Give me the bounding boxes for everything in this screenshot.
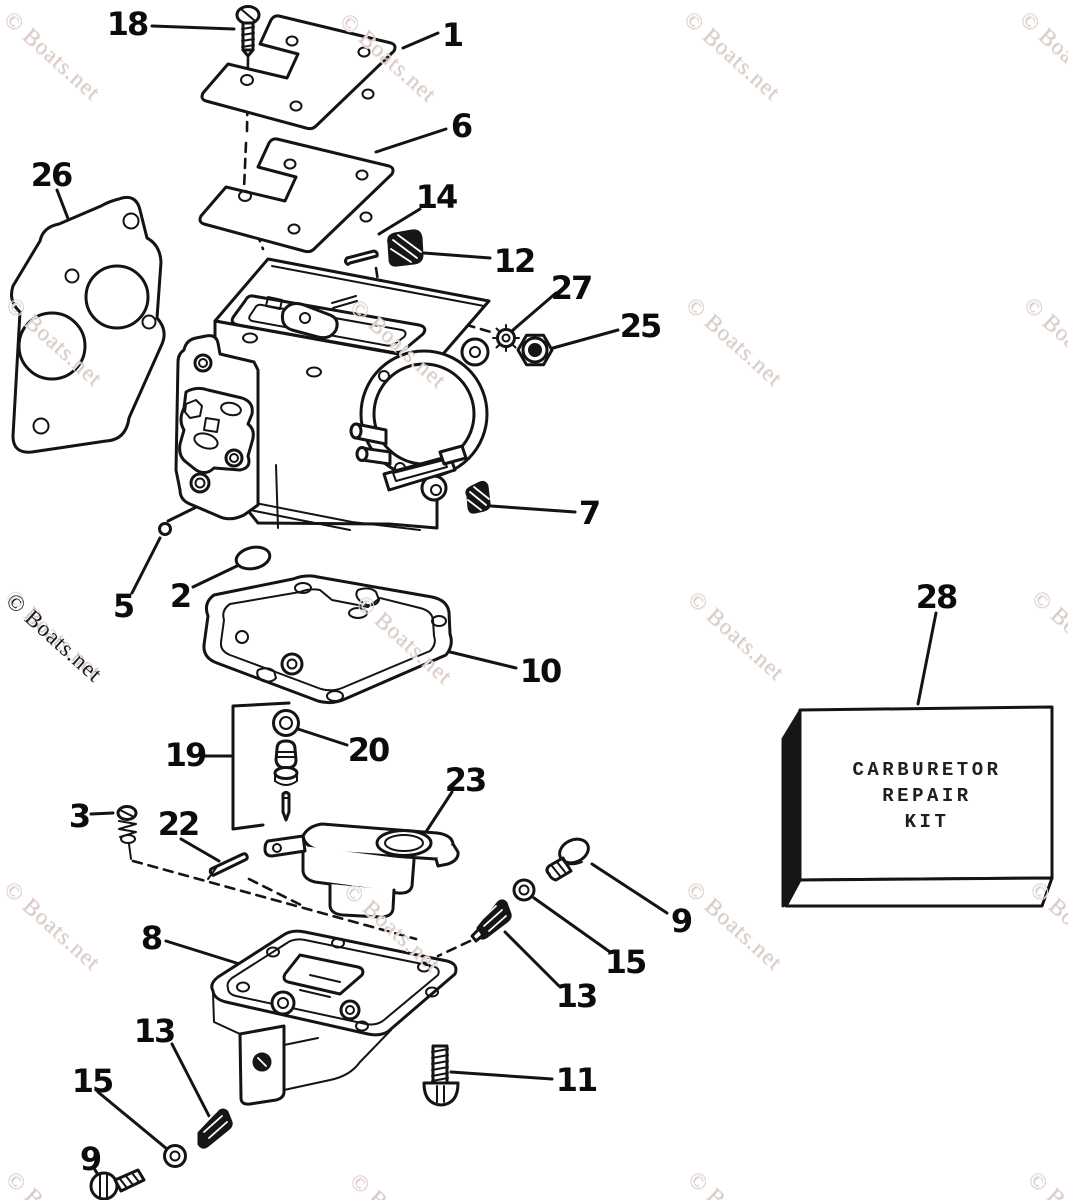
plug-part-12 [387,229,424,267]
callout-26: 26 [30,156,74,194]
callout-3: 3 [68,797,91,835]
gasket-part-26 [10,195,166,454]
kit-box-text: CARBURETOR REPAIR KIT [802,757,1052,835]
callout-27: 27 [550,269,594,307]
callout-11: 11 [555,1061,599,1099]
callout-7: 7 [578,494,601,532]
pin-part-14 [344,249,379,266]
callout-14: 14 [415,178,459,216]
callout-19: 19 [164,736,208,774]
plate-part-6 [198,137,395,254]
callout-15-left: 15 [71,1062,115,1100]
screw-part-18 [235,5,261,58]
disc-part-2 [234,545,272,571]
bracket-line-part-19 [231,701,291,831]
callout-23: 23 [444,761,488,799]
callout-13-left: 13 [133,1012,177,1050]
callout-10: 10 [519,652,563,690]
nut-part-25 [516,333,554,367]
kit-box-line-3: KIT [904,811,950,833]
plate-part-1 [200,14,397,131]
callout-13-right: 13 [555,977,599,1015]
bowl-part-8 [210,929,458,1106]
callout-25: 25 [619,307,663,345]
spring-screw-part-3 [116,805,138,860]
float-part-23 [263,822,460,919]
washer-part-15-right [512,878,536,902]
callout-28: 28 [915,578,959,616]
callout-leader-lines [55,24,938,1181]
callout-9-right: 9 [670,902,693,940]
callout-20: 20 [347,731,391,769]
callout-9-left: 9 [79,1140,102,1178]
callout-18: 18 [106,5,150,43]
callout-6: 6 [450,107,473,145]
star-washer-part-27 [492,324,520,352]
kit-box-line-1: CARBURETOR [852,759,1002,781]
washer-part-20 [272,709,300,737]
plug-screw-part-9-right [545,837,590,882]
carburetor-body [174,257,491,531]
needle-seat-part [273,739,299,822]
callout-12: 12 [493,242,537,280]
callout-2: 2 [169,577,192,615]
callout-22: 22 [157,805,201,843]
kit-box-line-2: REPAIR [882,785,972,807]
callout-8: 8 [140,919,163,957]
needle-valve-part-13-right [470,899,512,943]
plug-part-13-left [197,1108,233,1149]
ball-part-5 [158,522,172,536]
screw-part-7 [465,480,491,514]
callout-15-right: 15 [604,943,648,981]
bowl-gasket-part-10 [202,574,453,705]
hinge-pin-part-22 [207,852,249,880]
repair-kit-box [781,705,1054,908]
screw-part-9-left [89,1168,146,1200]
callout-1: 1 [441,16,464,54]
bolt-part-11 [422,1044,460,1107]
callout-5: 5 [112,587,135,625]
washer-part-15-left [163,1144,187,1168]
